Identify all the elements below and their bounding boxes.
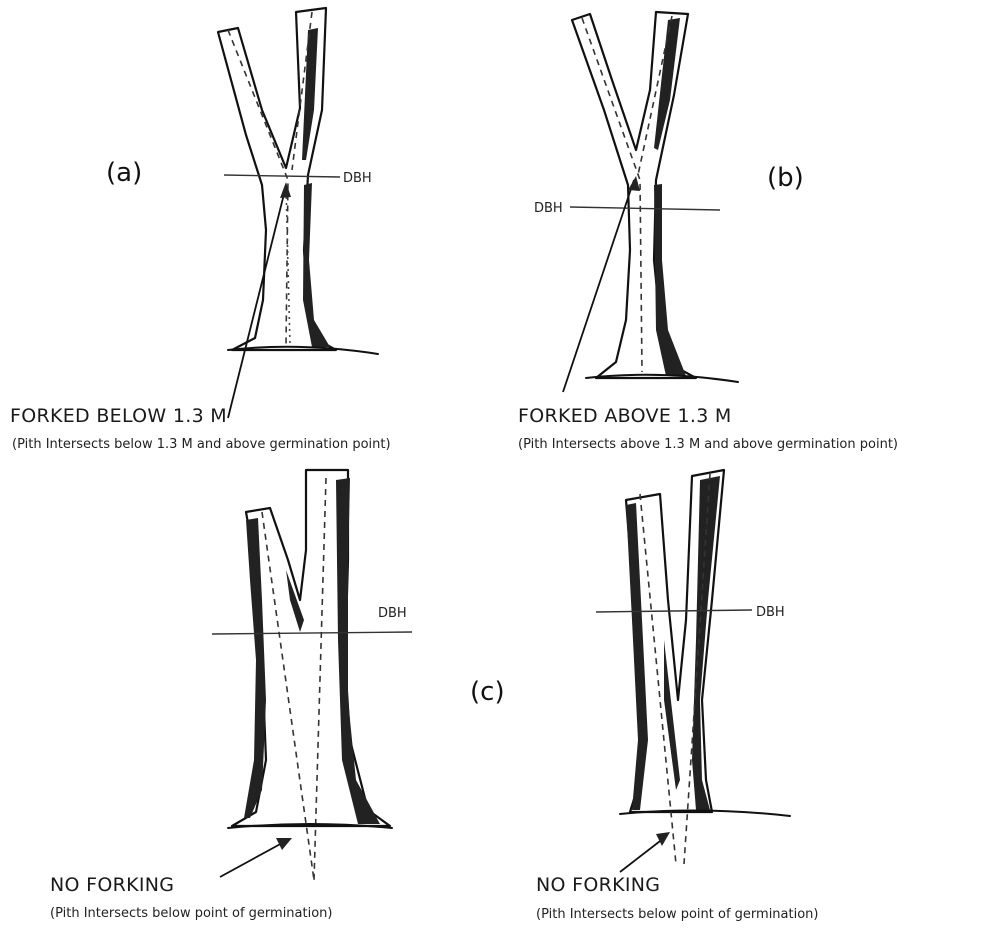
dbh-label-c-right: DBH xyxy=(756,605,785,620)
tree-c-right xyxy=(620,470,790,864)
dbh-line-c-left xyxy=(212,632,412,634)
caption-sub-a: (Pith Intersects below 1.3 M and above g… xyxy=(12,437,391,452)
caption-title-a: FORKED BELOW 1.3 M xyxy=(10,405,227,427)
dbh-label-b: DBH xyxy=(534,201,563,216)
caption-sub-c-right: (Pith Intersects below point of germinat… xyxy=(536,907,819,922)
tree-c-left xyxy=(228,470,392,880)
panel-label-c: (c) xyxy=(470,677,505,707)
panel-label-b: (b) xyxy=(767,163,804,193)
caption-sub-c-left: (Pith Intersects below point of germinat… xyxy=(50,906,333,921)
dbh-line-c-right xyxy=(596,610,752,612)
arrow-c-left xyxy=(220,842,284,877)
tree-b xyxy=(572,12,738,382)
dbh-label-a: DBH xyxy=(343,171,372,186)
caption-title-c-right: NO FORKING xyxy=(536,874,660,896)
caption-title-c-left: NO FORKING xyxy=(50,874,174,896)
panel-label-a: (a) xyxy=(106,158,142,188)
arrow-c-right xyxy=(620,838,664,872)
dbh-label-c-left: DBH xyxy=(378,606,407,621)
dbh-line-a xyxy=(224,175,340,177)
caption-title-b: FORKED ABOVE 1.3 M xyxy=(518,405,732,427)
caption-sub-b: (Pith Intersects above 1.3 M and above g… xyxy=(518,437,898,452)
